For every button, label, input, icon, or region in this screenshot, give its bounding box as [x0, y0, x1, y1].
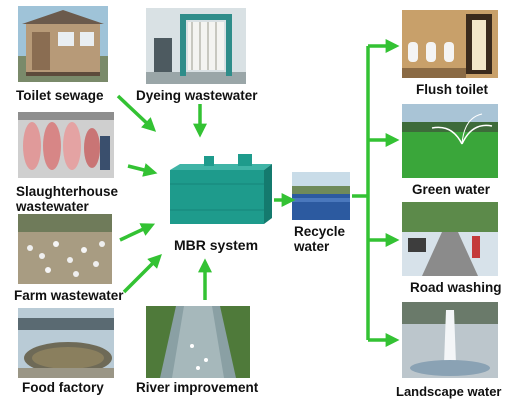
arrow-right-icon — [119, 223, 156, 242]
label-recycle-water: Recycle water — [294, 224, 346, 254]
arrow-up-icon — [122, 254, 162, 294]
label-mbr-system: MBR system — [174, 237, 259, 253]
label-green-water: Green water — [412, 182, 491, 197]
label-farm-wastewater: Farm wastewater — [14, 288, 124, 303]
recycle-water-image — [292, 172, 350, 220]
green-lawn-image — [402, 104, 498, 178]
label-dyeing-wastewater: Dyeing wastewater — [136, 88, 258, 103]
label-slaughterhouse-wastewater: Slaughterhouse wastewater — [16, 184, 119, 214]
river-image — [146, 306, 250, 378]
road-washing-image — [402, 202, 498, 276]
arrow-right-icon — [127, 163, 158, 177]
mbr-tank-image — [164, 150, 274, 230]
label-flush-toilet: Flush toilet — [416, 82, 488, 97]
farm-image — [18, 214, 112, 284]
fountain-image — [402, 302, 498, 378]
label-river-improvement: River improvement — [136, 380, 259, 395]
slaughterhouse-image — [18, 112, 114, 178]
label-road-washing: Road washing — [410, 280, 502, 295]
label-toilet-sewage: Toilet sewage — [16, 88, 104, 103]
toilet-booth-image — [18, 6, 108, 82]
dyeing-factory-image — [146, 8, 246, 84]
label-food-factory: Food factory — [22, 380, 104, 395]
label-landscape-water: Landscape water — [396, 384, 502, 399]
food-factory-image — [18, 308, 114, 378]
flush-toilet-image — [402, 10, 498, 78]
